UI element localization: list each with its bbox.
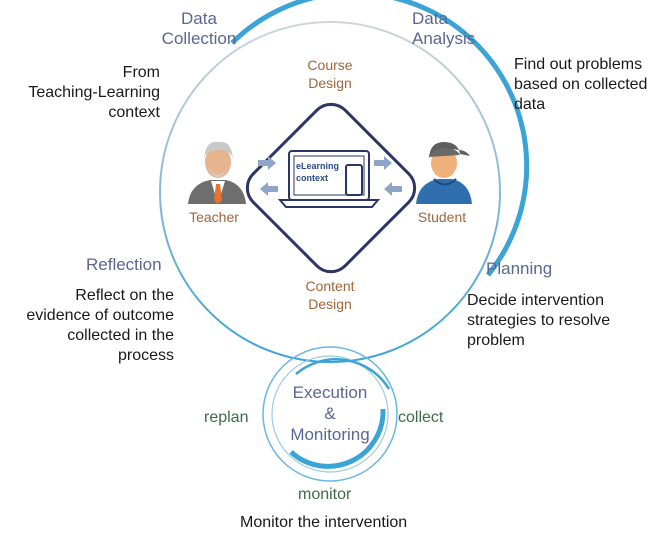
arrow-right-icon bbox=[258, 156, 392, 170]
label-replan: replan bbox=[204, 409, 249, 426]
execution-ring-thick-arc bbox=[289, 408, 386, 469]
main-cycle-circle bbox=[159, 21, 501, 363]
label-monitor: monitor bbox=[298, 486, 352, 503]
student-icon bbox=[416, 142, 472, 204]
label-student: Student bbox=[417, 209, 467, 225]
execution-ring-outer bbox=[262, 346, 398, 482]
design-diamond bbox=[245, 102, 417, 274]
phase-reflection: Reflection bbox=[86, 255, 162, 274]
phase-planning: Planning bbox=[486, 259, 553, 278]
main-cycle-thick-arc bbox=[230, 0, 530, 277]
execution-ring-arc-2 bbox=[295, 358, 391, 390]
execution-ring-inner bbox=[271, 355, 389, 473]
phone-icon bbox=[345, 164, 363, 196]
description-monitor-intervention: Monitor the intervention bbox=[240, 514, 408, 531]
label-collect: collect bbox=[398, 409, 444, 426]
teacher-icon bbox=[188, 141, 246, 204]
execution-monitoring-title: Execution&Monitoring bbox=[290, 383, 370, 444]
label-teacher: Teacher bbox=[189, 209, 239, 225]
arrow-left-icon bbox=[260, 182, 402, 196]
